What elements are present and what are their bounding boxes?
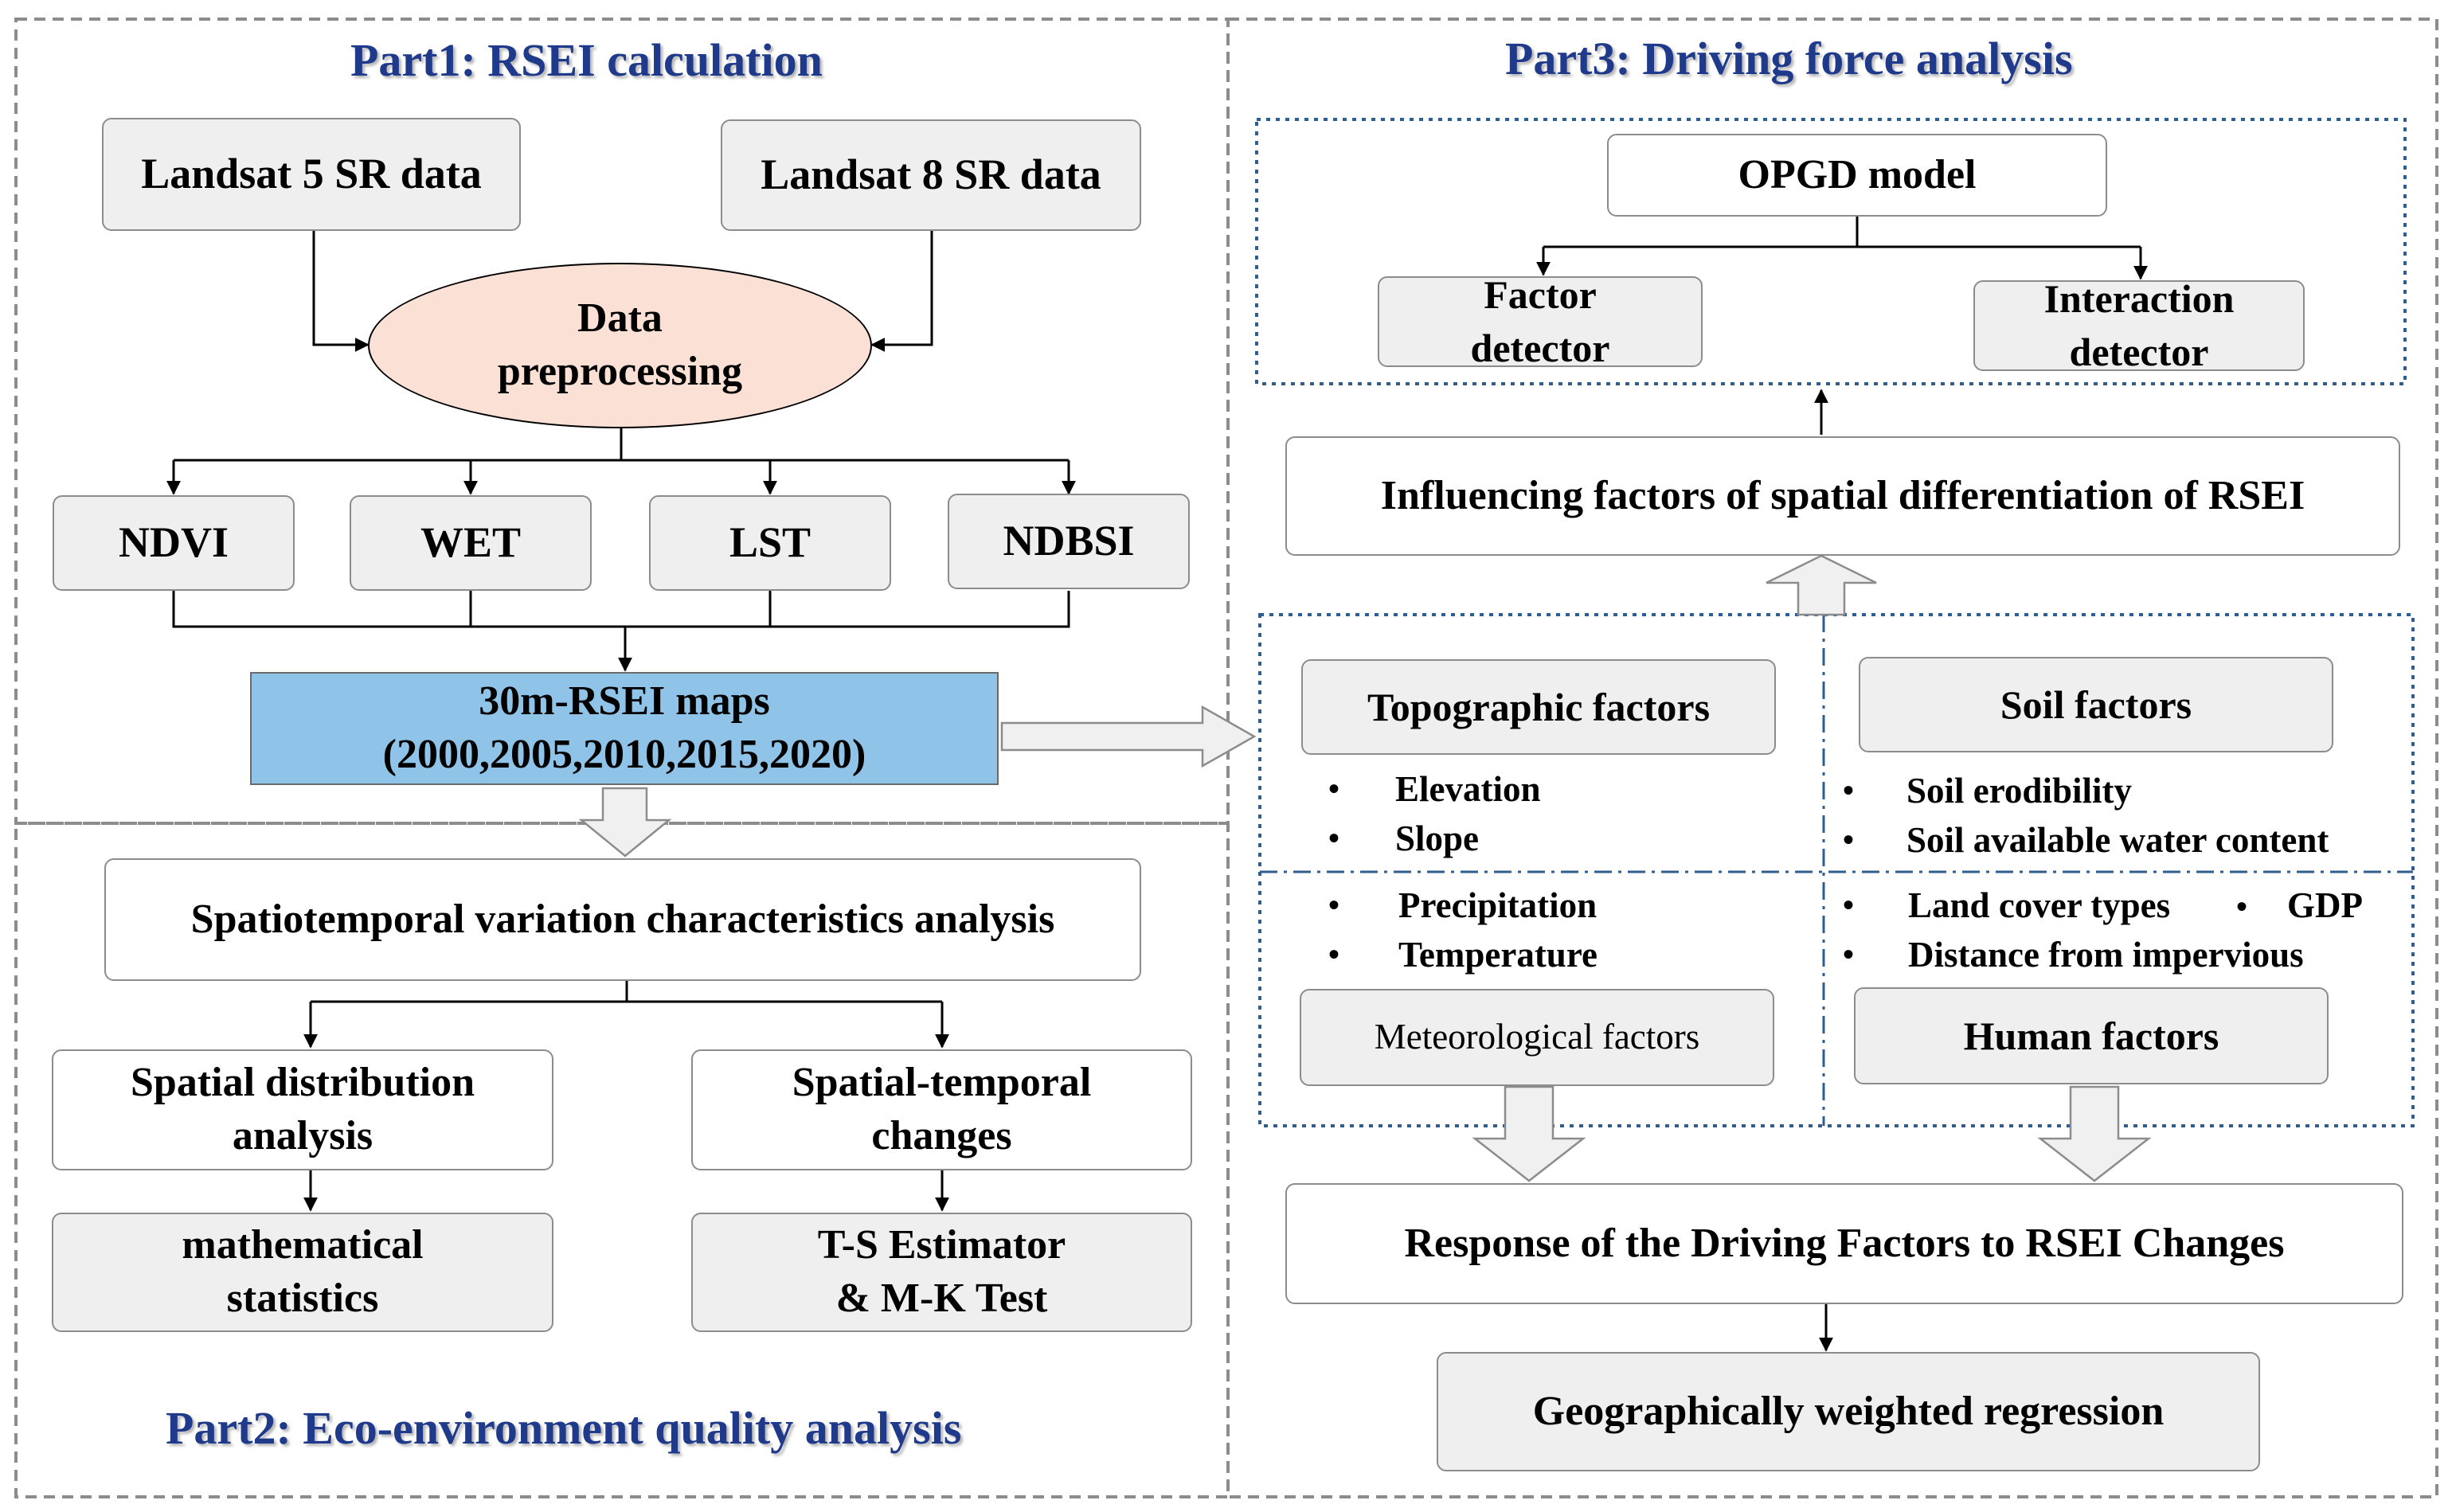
spatial-temporal-changes-box: Spatial-temporal changes [691, 1049, 1192, 1170]
mathematical-statistics-box: mathematical statistics [52, 1213, 553, 1332]
topographic-factors-box: Topographic factors [1301, 659, 1776, 755]
list-item: Elevation [1328, 764, 1541, 814]
response-driving-factors-box: Response of the Driving Factors to RSEI … [1285, 1183, 2403, 1304]
list-item: Land cover types [1843, 881, 2304, 930]
block-arrow-meteorological-to-response [1472, 1085, 1586, 1182]
list-item: Distance from impervious [1843, 930, 2304, 979]
rsei-maps-box: 30m-RSEI maps (2000,2005,2010,2015,2020) [250, 672, 999, 785]
block-arrow-human-to-response [2037, 1085, 2152, 1182]
spatiotemporal-analysis-box: Spatiotemporal variation characteristics… [104, 858, 1141, 981]
gdp-label: GDP [2287, 885, 2364, 925]
interaction-detector-box: Interaction detector [1973, 276, 2305, 374]
list-item: Soil erodibility [1843, 766, 2329, 815]
soil-factors-box: Soil factors [1859, 657, 2333, 752]
human-factors-list: Land cover types Distance from imperviou… [1843, 881, 2304, 979]
list-item: Soil available water content [1843, 815, 2329, 865]
gdp-bullet: • GDP [2236, 881, 2363, 930]
spatial-distribution-box: Spatial distribution analysis [52, 1049, 553, 1170]
topographic-factors-list: Elevation Slope [1328, 764, 1541, 863]
connector-landsat8-to-preprocessing [870, 231, 933, 352]
part2-title: Part2: Eco-environment quality analysis [166, 1402, 962, 1454]
human-factors-box: Human factors [1854, 987, 2329, 1084]
opgd-model-box: OPGD model [1607, 134, 2107, 217]
part1-title: Part1: RSEI calculation [350, 34, 823, 86]
index-wet-box: WET [350, 495, 592, 591]
meteorological-factors-list: Precipitation Temperature [1328, 881, 1598, 979]
data-preprocessing-ellipse: Data preprocessing [368, 263, 872, 428]
connector-landsat5-to-preprocessing [312, 231, 370, 352]
list-item: Precipitation [1328, 881, 1598, 930]
block-arrow-factors-to-influencing [1766, 554, 1877, 616]
index-lst-box: LST [649, 495, 891, 591]
index-ndvi-box: NDVI [53, 495, 295, 591]
part3-frame [1226, 18, 2438, 1498]
bullet-dot: • [2236, 889, 2248, 924]
list-item: Temperature [1328, 930, 1598, 979]
ts-estimator-mk-test-box: T-S Estimator & M-K Test [691, 1213, 1192, 1332]
part3-title: Part3: Driving force analysis [1505, 33, 2073, 84]
landsat5-box: Landsat 5 SR data [102, 118, 521, 231]
block-arrow-rsei-to-part3 [1000, 705, 1257, 768]
meteorological-factors-box: Meteorological factors [1300, 989, 1774, 1086]
list-item: Slope [1328, 814, 1541, 863]
soil-factors-list: Soil erodibility Soil available water co… [1843, 766, 2329, 865]
block-arrow-rsei-to-part2 [578, 787, 672, 858]
influencing-factors-box: Influencing factors of spatial different… [1285, 436, 2400, 556]
factor-detector-box: Factor detector [1378, 272, 1703, 370]
opgd-group-frame [1255, 118, 2407, 385]
connector-indices-merge [172, 591, 1070, 628]
geographically-weighted-regression-box: Geographically weighted regression [1437, 1352, 2260, 1471]
index-ndbsi-box: NDBSI [948, 494, 1190, 589]
landsat8-box: Landsat 8 SR data [721, 119, 1141, 231]
